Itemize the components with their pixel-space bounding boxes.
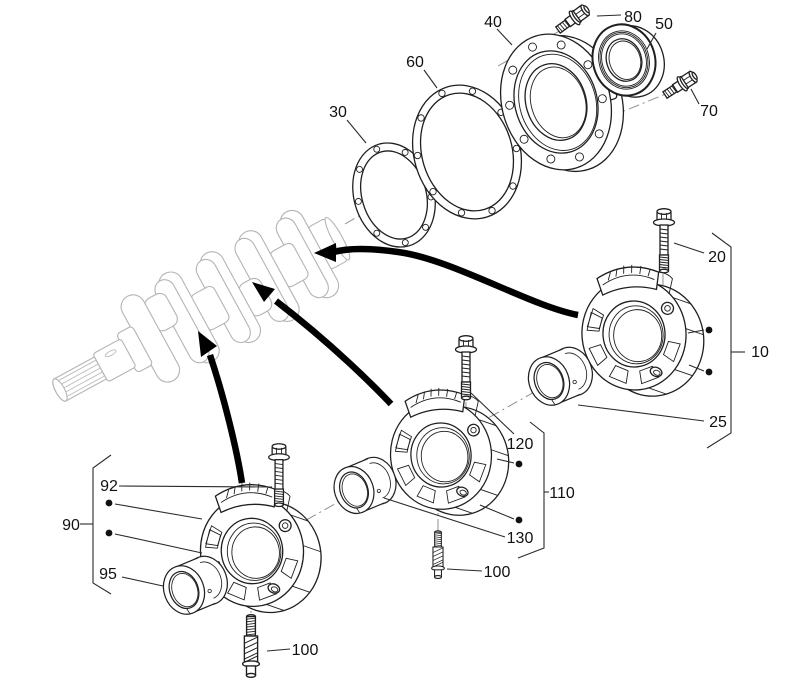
leader-90-a xyxy=(114,503,203,520)
bearing-housing-110 xyxy=(383,380,515,523)
assembly-arrow-middle-head xyxy=(252,282,275,302)
seal-carrier-40 xyxy=(499,33,625,173)
callout-label-120: 120 xyxy=(507,436,534,453)
bolt-70 xyxy=(659,67,701,103)
callout-label-100-bottom: 100 xyxy=(292,642,319,659)
assembly-arrow-right xyxy=(333,245,579,319)
leader-100-mid xyxy=(446,568,483,572)
leader-110-a xyxy=(496,458,515,464)
gasket-30 xyxy=(352,142,436,248)
bullet-90-a xyxy=(105,499,113,507)
callout-label-90: 90 xyxy=(62,517,80,534)
leader-60 xyxy=(423,69,438,89)
callout-label-10: 10 xyxy=(751,344,769,361)
callout-label-100-mid: 100 xyxy=(484,564,511,581)
callout-labels: 40 80 50 60 30 70 20 10 25 120 110 130 1… xyxy=(62,9,769,659)
bullet-10-b xyxy=(705,368,713,376)
leader-95 xyxy=(121,576,164,587)
callout-label-50: 50 xyxy=(655,16,673,33)
screw-100-bottom xyxy=(241,614,261,678)
screw-100-middle xyxy=(431,530,445,579)
callout-label-70: 70 xyxy=(700,103,718,120)
bracket-110 xyxy=(517,421,545,559)
callout-label-60: 60 xyxy=(406,54,424,71)
assembly-arrow-left xyxy=(206,353,246,484)
flange-gasket-60 xyxy=(411,84,523,220)
bullet-90-b xyxy=(105,529,113,537)
assembly-arrow-left-head xyxy=(198,331,217,357)
leader-80 xyxy=(596,14,622,17)
leader-120 xyxy=(470,392,515,435)
assembly-arrows xyxy=(198,243,579,484)
leader-10-b xyxy=(688,364,705,372)
bearing-housing-10 xyxy=(574,257,710,404)
callout-label-80: 80 xyxy=(624,9,642,26)
leader-40 xyxy=(496,28,513,46)
callout-lines xyxy=(80,14,745,652)
assembly-arrow-right-head xyxy=(314,243,336,262)
bolt-120 xyxy=(454,335,478,401)
bullet-110-a xyxy=(515,460,523,468)
bolt-80 xyxy=(552,1,594,38)
leader-70 xyxy=(690,88,700,105)
bolt-70-axis xyxy=(589,92,669,126)
leader-30 xyxy=(346,119,367,144)
leader-25 xyxy=(577,404,705,422)
bracket-10 xyxy=(706,232,732,449)
oil-seal-50 xyxy=(591,23,665,98)
bolt-20 xyxy=(652,208,676,274)
callout-label-30: 30 xyxy=(329,104,347,121)
leader-92 xyxy=(118,485,273,488)
callout-label-20: 20 xyxy=(708,249,726,266)
leader-20 xyxy=(673,242,705,254)
leader-50 xyxy=(646,32,657,50)
callout-label-40: 40 xyxy=(484,14,502,31)
leader-130 xyxy=(383,497,506,538)
crankshaft-ghost xyxy=(52,209,351,402)
assembly-arrow-middle xyxy=(274,298,394,407)
bracket-90 xyxy=(92,454,112,595)
bullet-10-a xyxy=(705,326,713,334)
leader-90-b xyxy=(114,533,203,554)
leader-100-bottom xyxy=(266,648,291,652)
leader-10-a xyxy=(687,329,705,334)
callout-label-25: 25 xyxy=(709,414,727,431)
bullet-110-b xyxy=(515,516,523,524)
callout-label-95: 95 xyxy=(99,566,117,583)
callout-label-130: 130 xyxy=(507,530,534,547)
leader-110-b xyxy=(479,504,515,520)
callout-label-92: 92 xyxy=(100,478,118,495)
callout-label-110: 110 xyxy=(549,485,575,502)
